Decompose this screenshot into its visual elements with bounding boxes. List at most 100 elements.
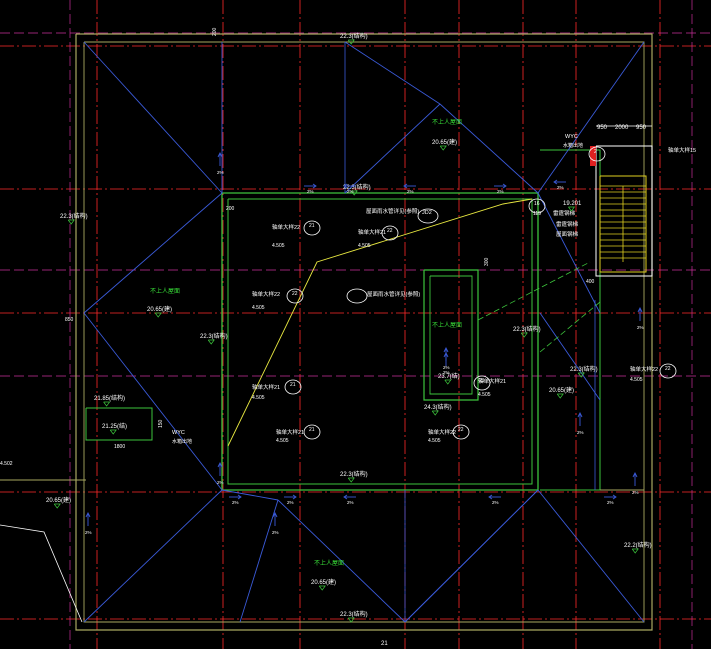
elev-mark-11 <box>439 145 447 151</box>
elev-mark-2 <box>347 617 355 623</box>
elev-top-finish: 20.65(建) <box>432 138 457 146</box>
drain-sub-3: 4.505 <box>252 305 265 311</box>
slope-pct-8: 2% <box>607 500 614 505</box>
stair-note-1: 雷霆钢梯 <box>553 209 576 217</box>
elev-mark-10 <box>431 410 439 416</box>
slope-arrowhead-h-7 <box>488 494 493 500</box>
ridge-line <box>227 198 533 447</box>
elev-left-finish: 20.65(建) <box>147 305 172 313</box>
elev-right-finish: 20.65(建) <box>549 386 574 394</box>
central-block-inner <box>429 275 473 395</box>
lower-left-contour <box>0 524 83 623</box>
callout-bubble-3 <box>284 379 302 395</box>
stair-marker-red <box>590 146 596 166</box>
dim-stair-top-right: 950 <box>636 125 647 131</box>
elev-mark-4 <box>577 372 585 378</box>
elev-lower-left-finish: 20.65(建) <box>46 496 71 504</box>
elev-mark-7 <box>520 332 528 338</box>
bubble-number-1: 22 <box>387 228 393 234</box>
code-bubble <box>417 208 439 224</box>
slope-line-3 <box>439 103 539 194</box>
dim-850: 850 <box>65 317 74 323</box>
roof-label-left: 不上人屋面 <box>150 287 180 295</box>
drain-title-1: 轴单大样22 <box>272 223 300 231</box>
roof-label-bottom: 不上人屋面 <box>314 559 344 567</box>
elev-mark-0 <box>347 39 355 45</box>
drain-sub-2: 4.505 <box>358 243 371 249</box>
slope-pct-15: 2% <box>85 530 92 535</box>
bubble-number-2: 22 <box>292 291 298 297</box>
annotation-labels: 22.3(结构) 22.3(结构) 22.3(结构) 22.3(结构) 22.3… <box>0 27 696 647</box>
drain-title-7: 轴单大样22 <box>630 365 658 373</box>
bubble-code-label: JD2 <box>422 210 432 216</box>
drain-title-2: 轴单大样21 <box>358 228 386 236</box>
slope-arrowhead-v-16 <box>632 471 638 478</box>
note-upper: 屋面雨水管详见(参照) <box>366 207 419 215</box>
slope-pct-0: 2% <box>307 189 314 194</box>
elev-mark-13 <box>318 585 326 591</box>
drain-sub-1: 4.505 <box>272 243 285 249</box>
drain-sub-6: 4.505 <box>428 438 441 444</box>
slope-pct-9: 2% <box>557 185 564 190</box>
elev-mark-3 <box>67 219 75 225</box>
slope-arrowhead-v-18 <box>577 411 583 418</box>
bubble-number-4: 21 <box>309 427 315 433</box>
left-cut-sub: 4.502 <box>0 461 13 467</box>
slope-arrowhead-v-13 <box>217 151 223 158</box>
slope-line-14 <box>277 499 406 623</box>
slope-line-15 <box>404 489 539 623</box>
bubble-number-0: 21 <box>309 223 315 229</box>
slope-line-2 <box>344 41 441 105</box>
slope-arrowhead-h-4 <box>237 494 242 500</box>
inner-wall-outer <box>221 192 539 491</box>
slope-pct-1: 2% <box>347 189 354 194</box>
drain-title-8: 轴单大样21 <box>478 377 506 385</box>
elev-left-box-upper: 21.85(结构) <box>94 394 125 402</box>
drain-sub-8: 4.505 <box>478 392 491 398</box>
stair-outline <box>595 145 653 277</box>
elev-left-edge: 22.3(结构) <box>60 212 88 220</box>
elev-mark-16 <box>103 401 111 407</box>
callout-bubble-1 <box>381 225 399 241</box>
slope-arrowhead-v-14 <box>217 461 223 468</box>
slope-arrowhead-v-11 <box>443 351 449 358</box>
elev-central-raised: 23.7(结) <box>438 372 460 380</box>
slope-pct-14: 2% <box>217 480 224 485</box>
bubble-number-3: 21 <box>290 382 296 388</box>
slope-pct-12: 2% <box>272 530 279 535</box>
callout-bubble-4 <box>303 424 321 440</box>
slope-line-13 <box>239 499 279 623</box>
drain-title-3: 轴单大样22 <box>252 290 280 298</box>
slope-line-5 <box>83 489 223 623</box>
slope-pct-17: 2% <box>637 325 644 330</box>
drain-sub-5: 4.505 <box>276 438 289 444</box>
elev-mark-12 <box>154 312 162 318</box>
elev-mark-14 <box>556 393 564 399</box>
elev-top-edge: 22.3(结构) <box>340 32 368 40</box>
stair-core <box>590 125 653 277</box>
elev-mark-8 <box>347 477 355 483</box>
bubble-number-7: 21 <box>479 378 485 384</box>
slope-line-10 <box>83 312 223 491</box>
slope-pct-2: 2% <box>407 189 414 194</box>
elev-stair: 19.201 <box>563 201 582 207</box>
slope-line-7 <box>537 489 645 623</box>
slope-arrowhead-v-10 <box>443 346 449 353</box>
callout-bubble-9 <box>588 146 606 162</box>
code-bubble-mid <box>346 288 368 304</box>
outer-parapet <box>75 33 653 631</box>
slope-pct-11: 2% <box>443 370 450 375</box>
elev-bottom-edge: 22.3(结构) <box>340 610 368 618</box>
slope-arrowhead-h-8 <box>612 494 617 500</box>
central-block-outer <box>423 269 479 401</box>
dim-400: 400 <box>586 279 595 285</box>
wyc-label: WYC <box>565 134 578 140</box>
elev-right-lower: 22.2(结构) <box>624 541 652 549</box>
callout-bubble-6 <box>659 363 677 379</box>
dim-stair-top-mid: 2000 <box>615 125 629 131</box>
drain-sub-7: 4.505 <box>630 377 643 383</box>
bubble-code-sub: 119 <box>533 211 541 217</box>
